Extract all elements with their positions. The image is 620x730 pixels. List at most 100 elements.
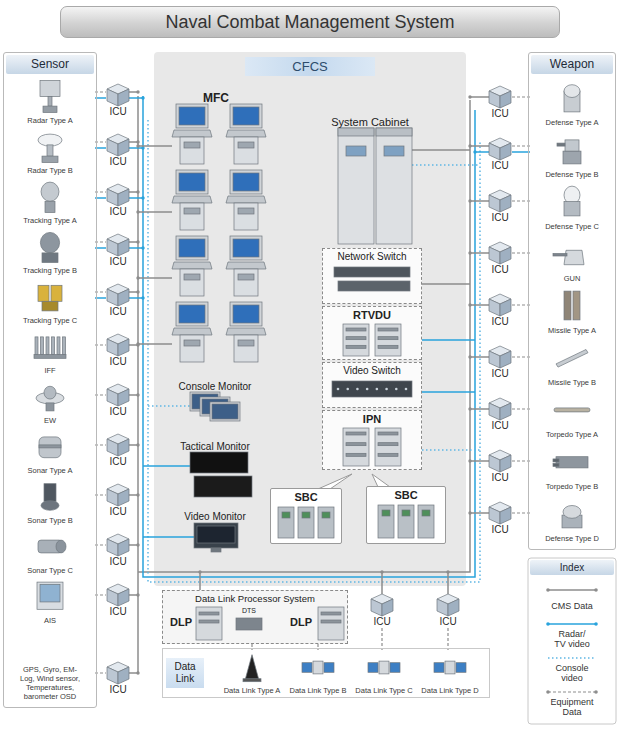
radar-stand bbox=[47, 145, 53, 156]
wire-dot bbox=[141, 296, 144, 299]
switch-port bbox=[366, 388, 369, 391]
icu-box: ICU bbox=[488, 86, 512, 120]
console-wire bbox=[138, 145, 172, 147]
cube-left bbox=[489, 91, 500, 108]
wire-dot bbox=[136, 140, 139, 143]
wire-dot bbox=[136, 393, 139, 396]
switch-port bbox=[346, 388, 349, 391]
wire-dot bbox=[141, 96, 144, 99]
board-chip bbox=[402, 510, 410, 516]
icu-wire bbox=[129, 247, 143, 249]
panel-ground bbox=[3, 52, 97, 708]
console-panel bbox=[184, 142, 200, 148]
sensor-item: AIS bbox=[5, 578, 95, 626]
ipn-wire bbox=[422, 449, 480, 451]
icu-box: ICU bbox=[488, 450, 512, 484]
cube-left bbox=[489, 143, 500, 160]
console-pedestal bbox=[180, 269, 204, 296]
wire-dot bbox=[136, 493, 139, 496]
box-label: ICU bbox=[491, 212, 508, 224]
bus-wires bbox=[129, 90, 489, 674]
device-label: Video Monitor bbox=[184, 511, 246, 522]
rack-unit bbox=[378, 328, 398, 331]
board-chip bbox=[302, 512, 310, 518]
equipment-data-line bbox=[447, 628, 448, 650]
switch-port bbox=[356, 388, 359, 391]
switch-port bbox=[337, 388, 340, 391]
legend-dot bbox=[594, 622, 598, 626]
box-label: Missile Type A bbox=[548, 326, 596, 335]
board-chip bbox=[382, 510, 390, 516]
wire-dot bbox=[136, 343, 139, 346]
sensor-item: EW bbox=[5, 378, 95, 426]
cube-right bbox=[500, 455, 511, 472]
console-bezel bbox=[176, 104, 208, 128]
console-desk bbox=[172, 196, 212, 203]
tracker-head bbox=[38, 285, 49, 301]
box-label: DTS bbox=[236, 607, 262, 614]
wire-dot bbox=[468, 407, 471, 410]
box-label: ICU bbox=[373, 616, 390, 628]
radar-antenna bbox=[40, 81, 60, 97]
equipment-icon bbox=[553, 250, 584, 264]
sbc-picture bbox=[378, 505, 434, 538]
satellite-panel bbox=[368, 663, 378, 673]
icu-wire bbox=[470, 304, 489, 306]
monitor-wire bbox=[143, 465, 190, 467]
rack-unit bbox=[199, 620, 219, 623]
group-label: MFC bbox=[203, 91, 229, 105]
wire-dot bbox=[136, 443, 139, 446]
monitor-frame bbox=[210, 402, 240, 421]
icu-box: ICU bbox=[488, 398, 512, 432]
iff-element bbox=[46, 337, 49, 355]
icu-box: ICU bbox=[488, 346, 512, 380]
console-panel bbox=[238, 208, 254, 214]
monitor-wire bbox=[143, 536, 194, 538]
console-pedestal bbox=[234, 335, 258, 362]
console-bezel bbox=[176, 170, 208, 194]
cabinet-top bbox=[376, 128, 412, 136]
cube-right bbox=[118, 489, 129, 506]
icu-cube bbox=[107, 184, 129, 206]
label-box: Tactical Monitor bbox=[160, 436, 270, 454]
legend-item: Radar/ TV video bbox=[528, 629, 616, 651]
box-label: DLP bbox=[168, 616, 194, 628]
wire-dot bbox=[136, 210, 139, 213]
icu-box: ICU bbox=[106, 234, 130, 268]
box-label: SBC bbox=[271, 491, 341, 503]
console-bezel bbox=[176, 302, 208, 326]
wire-dot bbox=[136, 671, 139, 674]
cube-left bbox=[107, 539, 118, 556]
rack-body bbox=[343, 324, 369, 356]
legend-label: Console video bbox=[549, 663, 595, 683]
box-label: EW bbox=[44, 416, 56, 425]
cfcs-ground bbox=[154, 52, 466, 586]
box-label: AIS bbox=[44, 616, 56, 625]
cube-left bbox=[107, 489, 118, 506]
equipment-box: RTVDU bbox=[322, 306, 422, 360]
equipment-box: Network Switch bbox=[322, 248, 422, 304]
rack-unit bbox=[346, 345, 366, 348]
monitor-screen bbox=[194, 476, 252, 497]
callout-tail bbox=[318, 474, 352, 489]
equipment-box: Video Switch bbox=[322, 362, 422, 408]
callout-ground bbox=[367, 487, 445, 543]
box-label: ICU bbox=[109, 406, 126, 418]
console-monitor bbox=[190, 392, 240, 421]
satellite-body bbox=[445, 661, 455, 674]
console-desk bbox=[226, 262, 266, 269]
console-video-bus bbox=[148, 120, 480, 582]
wire-dot bbox=[136, 240, 139, 243]
tracker-base bbox=[45, 201, 55, 212]
weapon-item: Defense Type B bbox=[530, 130, 614, 180]
cube-left bbox=[489, 455, 500, 472]
satellite-panel bbox=[434, 663, 444, 673]
box-label: ICU bbox=[491, 160, 508, 172]
equipment-icon bbox=[243, 655, 261, 682]
equipment-icon bbox=[38, 285, 62, 311]
tracker-base bbox=[42, 253, 58, 263]
icu-cube bbox=[371, 594, 393, 616]
legend-dot bbox=[594, 588, 598, 592]
panel-fills bbox=[3, 52, 616, 724]
box-label: Defense Type A bbox=[546, 118, 599, 127]
